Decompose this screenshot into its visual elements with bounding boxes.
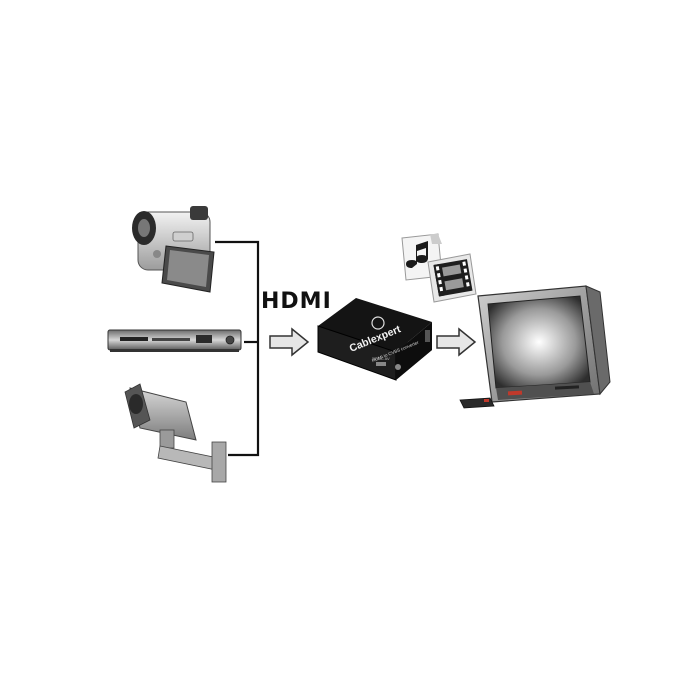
- security-camera-icon: [124, 383, 227, 483]
- arrow-to-converter-icon: [269, 327, 310, 357]
- film-strip-icon: [427, 253, 477, 303]
- remote-control-icon: [459, 397, 495, 409]
- arrow-to-tv-icon: [436, 327, 477, 357]
- dvd-player-icon: [107, 329, 242, 352]
- converter-box-icon: [317, 298, 432, 381]
- hdmi-label: HDMI: [261, 289, 332, 314]
- tv-icon: [477, 285, 611, 403]
- converter-ports-label: 5V DC AV: [372, 356, 390, 361]
- camcorder-icon: [132, 206, 215, 293]
- source-bracket-lines: [215, 240, 260, 457]
